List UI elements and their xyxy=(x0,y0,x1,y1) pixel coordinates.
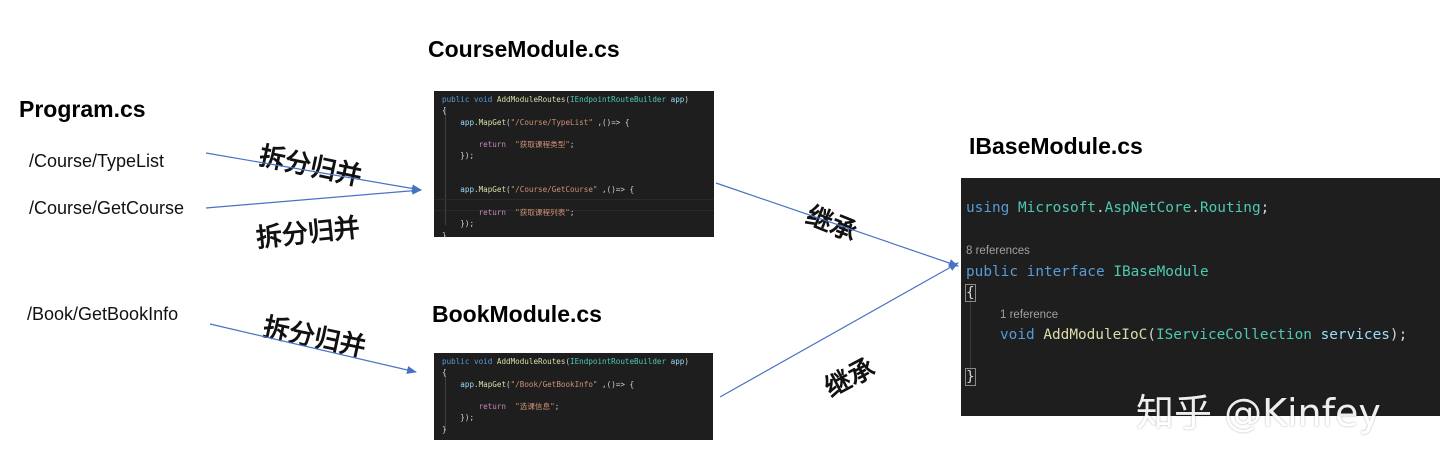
codelens-reference[interactable]: 1 reference xyxy=(1000,309,1059,321)
code-line: app.MapGet("/Course/TypeList" ,()=> { xyxy=(460,117,630,127)
code-line: return "获取课程类型"; xyxy=(478,140,575,150)
watermark: 知乎 @Kinfey xyxy=(1136,391,1381,435)
course-module-code-panel: public void AddModuleRoutes(IEndpointRou… xyxy=(434,91,714,237)
route-course-typelist: /Course/TypeList xyxy=(29,151,165,171)
code-signature-line: public void AddModuleRoutes(IEndpointRou… xyxy=(442,95,689,104)
code-signature-line: public void AddModuleRoutes(IEndpointRou… xyxy=(442,357,689,366)
code-interface-line: public interface IBaseModule xyxy=(966,264,1209,280)
program-file-title: Program.cs xyxy=(19,96,146,122)
code-line: { xyxy=(965,284,976,302)
arrow-course-to-ibase xyxy=(715,182,959,267)
code-line: }); xyxy=(460,151,475,161)
route-book-getbookinfo: /Book/GetBookInfo xyxy=(27,304,179,324)
arrow-typelist-to-course xyxy=(205,152,422,193)
code-line: app.MapGet("/Course/GetCourse" ,()=> { xyxy=(460,185,635,195)
code-line: } xyxy=(965,368,976,386)
code-line: return "选课信息"; xyxy=(478,402,560,412)
codelens-references[interactable]: 8 references xyxy=(966,245,1030,257)
code-line: }); xyxy=(460,219,475,229)
route-course-getcourse: /Course/GetCourse xyxy=(29,198,185,218)
course-module-file-title: CourseModule.cs xyxy=(428,36,620,62)
arrow-getbookinfo-to-book xyxy=(209,323,417,374)
ibase-module-code-panel: using Microsoft.AspNetCore.Routing; 8 re… xyxy=(961,178,1440,416)
arrow-getcourse-to-course xyxy=(205,186,422,209)
code-line: } xyxy=(442,230,447,237)
code-line: { xyxy=(442,106,447,116)
book-module-code-panel: public void AddModuleRoutes(IEndpointRou… xyxy=(434,353,713,440)
code-line: { xyxy=(442,368,447,378)
arrow-book-to-ibase xyxy=(719,262,959,398)
book-module-file-title: BookModule.cs xyxy=(432,301,602,327)
code-method-line: void AddModuleIoC(IServiceCollection ser… xyxy=(1000,327,1408,343)
code-line: return "获取课程列表"; xyxy=(478,207,575,217)
code-line: app.MapGet("/Book/GetBookInfo" ,()=> { xyxy=(460,379,635,389)
code-line: } xyxy=(442,424,447,434)
code-line: }); xyxy=(460,413,475,423)
code-using-line: using Microsoft.AspNetCore.Routing; xyxy=(966,200,1270,216)
ibase-module-file-title: IBaseModule.cs xyxy=(969,133,1143,159)
